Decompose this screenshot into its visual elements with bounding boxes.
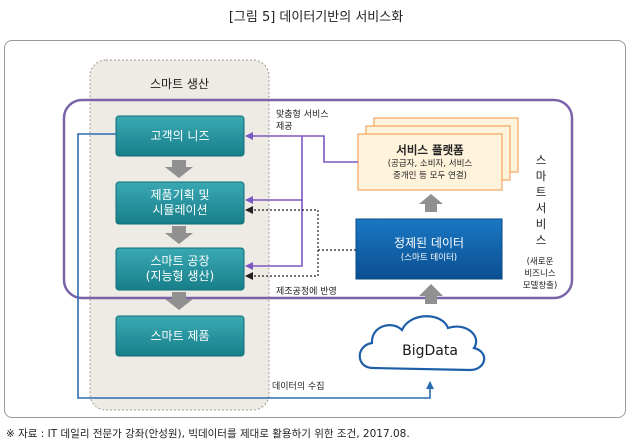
- planning-text-line1: 제품기획 및: [150, 188, 210, 202]
- service-platform-box: [357, 133, 503, 191]
- service-platform-line2: 중개인 등 모두 연결): [393, 171, 467, 181]
- data-to-platform-arrow: [419, 194, 443, 212]
- refined-data-box: [355, 218, 503, 280]
- manufacturing-feedback-arrow-1: [245, 206, 356, 251]
- smart-factory-box: [115, 247, 245, 291]
- bigdata-label: BigData: [402, 343, 458, 359]
- bigdata-cloud: [358, 315, 486, 372]
- smart-factory-label: 스마트 공장 (지능형 생산): [116, 248, 244, 290]
- source-note: ※ 자료 : IT 데일리 전문가 강좌(안성원), 빅데이터를 제대로 활용하…: [6, 428, 410, 440]
- manufacturing-reflect-annotation: 제조공정에 반영: [276, 287, 337, 297]
- process-arrow-1: [165, 160, 193, 178]
- data-collection-arrow: [77, 133, 434, 399]
- data-collection-annotation: 데이터의 수집: [272, 382, 325, 392]
- smart-service-note-line3: 모델창출): [522, 281, 558, 291]
- smart-service-char: 마: [535, 169, 547, 183]
- service-platform-title: 서비스 플랫폼: [396, 143, 464, 157]
- smart-factory-text-line1: 스마트 공장: [150, 254, 210, 268]
- process-arrow-2: [165, 226, 193, 244]
- planning-text-line2: 시뮬레이션: [152, 203, 208, 217]
- customer-needs-label: 고객의 니즈: [116, 116, 244, 156]
- service-platform-label: 서비스 플랫폼 (공급자, 소비자, 서비스 중개인 등 모두 연결): [358, 134, 502, 190]
- smart-service-char: 비: [535, 217, 547, 231]
- smart-factory-text-line2: (지능형 생산): [145, 269, 215, 283]
- smart-service-note-line2: 비즈니스: [524, 269, 556, 279]
- smart-product-box: [115, 315, 245, 357]
- refined-data-label: 정제된 데이터 (스마트 데이터): [356, 219, 502, 279]
- custom-service-annotation-line1: 맞춤형 서비스: [276, 110, 329, 120]
- refined-data-subtitle: (스마트 데이터): [400, 252, 458, 263]
- figure-title: [그림 5] 데이터기반의 서비스화: [228, 10, 404, 25]
- smart-product-text: 스마트 제품: [150, 328, 210, 343]
- customer-needs-box: [115, 115, 245, 157]
- smart-production-label: 스마트 생산: [149, 77, 209, 91]
- custom-service-arrow-1: [245, 135, 358, 204]
- customer-needs-text: 고객의 니즈: [150, 128, 210, 143]
- custom-service-arrow-3: [245, 200, 303, 270]
- smart-product-label: 스마트 제품: [116, 316, 244, 356]
- smart-service-char: 스: [535, 153, 547, 167]
- smart-service-container: [62, 98, 574, 300]
- smart-service-note-line1: (새로운: [526, 257, 554, 267]
- bigdata-to-data-arrow: [419, 284, 443, 304]
- custom-service-annotation-line2: 제공: [276, 122, 293, 132]
- smart-service-note: (새로운 비즈니스 모델창출): [511, 256, 569, 292]
- process-arrow-3: [165, 292, 193, 310]
- smart-service-char: 트: [535, 185, 547, 199]
- smart-service-label: 스 마 트 서 비 스: [534, 152, 548, 248]
- planning-simulation-box: [115, 181, 245, 225]
- diagram-frame: [4, 40, 626, 418]
- planning-simulation-label: 제품기획 및 시뮬레이션: [116, 182, 244, 224]
- service-platform-line1: (공급자, 소비자, 서비스: [387, 159, 473, 169]
- smart-service-char: 서: [535, 201, 547, 215]
- refined-data-title: 정제된 데이터: [393, 235, 465, 250]
- manufacturing-feedback-arrow-2: [245, 250, 319, 280]
- smart-service-char: 스: [535, 233, 547, 247]
